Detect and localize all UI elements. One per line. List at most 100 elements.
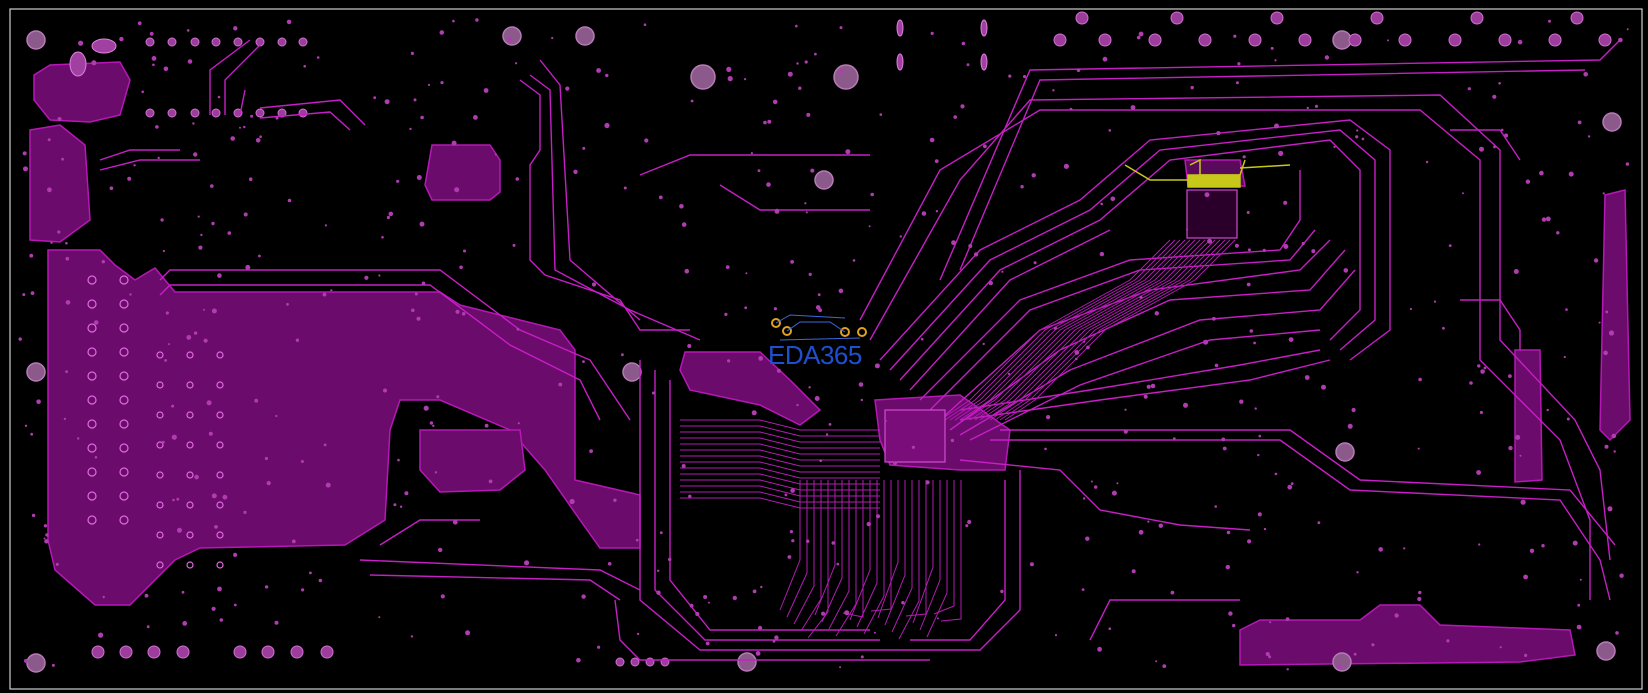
via xyxy=(705,641,710,646)
via xyxy=(1225,564,1231,570)
via xyxy=(318,578,323,583)
via xyxy=(427,83,431,86)
via xyxy=(1545,216,1551,222)
via xyxy=(1387,39,1389,42)
via xyxy=(679,204,684,209)
pad xyxy=(216,411,224,419)
via xyxy=(966,63,970,67)
mounting-hole xyxy=(690,64,716,90)
via xyxy=(301,588,305,592)
via xyxy=(874,363,880,369)
pad xyxy=(186,381,194,389)
pad xyxy=(167,37,177,47)
via xyxy=(1138,529,1144,535)
pad xyxy=(87,395,97,405)
via xyxy=(1246,282,1251,287)
via xyxy=(144,593,149,598)
via xyxy=(1123,429,1128,434)
via xyxy=(1086,345,1090,350)
via xyxy=(821,611,826,616)
via xyxy=(24,658,28,663)
via xyxy=(1306,106,1310,110)
via xyxy=(621,353,624,357)
via xyxy=(613,498,617,502)
via xyxy=(1478,543,1481,546)
via xyxy=(1190,85,1194,90)
via xyxy=(243,212,248,217)
pad xyxy=(119,645,133,659)
via xyxy=(1233,34,1237,38)
via xyxy=(1214,363,1219,368)
trace xyxy=(964,239,1196,421)
via xyxy=(651,391,655,395)
via xyxy=(1417,596,1422,602)
trace xyxy=(959,239,1191,421)
via xyxy=(414,292,418,296)
via xyxy=(152,63,155,67)
via xyxy=(208,431,213,436)
via xyxy=(419,221,425,227)
via xyxy=(203,338,208,343)
via xyxy=(217,273,222,278)
via xyxy=(436,395,440,399)
via xyxy=(1541,544,1545,548)
via xyxy=(1146,384,1151,389)
pad xyxy=(216,561,224,569)
via xyxy=(1020,185,1024,189)
via xyxy=(264,585,269,589)
trace xyxy=(994,239,1226,421)
via xyxy=(1232,623,1236,628)
via xyxy=(1274,472,1278,476)
via xyxy=(804,202,807,205)
via xyxy=(1239,399,1244,404)
via xyxy=(1499,646,1502,649)
via xyxy=(819,459,823,462)
via xyxy=(968,244,973,248)
via xyxy=(434,471,438,474)
via xyxy=(569,498,575,505)
trace xyxy=(680,437,880,449)
via xyxy=(65,370,68,373)
via xyxy=(1343,268,1349,273)
via xyxy=(1355,135,1359,139)
via xyxy=(757,169,761,173)
trace xyxy=(939,239,1171,421)
via xyxy=(806,539,810,543)
via xyxy=(274,620,279,625)
via xyxy=(688,494,692,498)
via xyxy=(1226,530,1231,535)
via xyxy=(658,195,663,200)
via xyxy=(784,493,788,497)
pad xyxy=(1198,33,1212,47)
via xyxy=(1203,339,1209,345)
via xyxy=(43,537,46,540)
via xyxy=(259,135,262,138)
via xyxy=(206,400,212,406)
pad xyxy=(87,371,97,381)
via xyxy=(494,153,497,156)
mounting-hole xyxy=(1332,652,1352,672)
via xyxy=(254,398,259,403)
via xyxy=(31,513,36,518)
via xyxy=(1462,192,1464,195)
via xyxy=(507,37,512,42)
via xyxy=(961,41,966,46)
via xyxy=(787,71,793,77)
via xyxy=(1207,238,1213,244)
via xyxy=(1147,520,1150,523)
via xyxy=(295,338,300,342)
via xyxy=(440,81,444,85)
pad xyxy=(277,37,287,47)
via xyxy=(438,547,443,553)
via xyxy=(439,30,445,35)
pad xyxy=(1448,33,1462,47)
mounting-hole xyxy=(26,653,46,673)
via xyxy=(1524,653,1528,658)
via xyxy=(1263,527,1267,531)
via xyxy=(659,531,663,535)
via xyxy=(1418,377,1422,382)
via xyxy=(798,86,802,90)
via xyxy=(1100,202,1103,206)
via xyxy=(1139,295,1143,299)
pad xyxy=(290,645,304,659)
